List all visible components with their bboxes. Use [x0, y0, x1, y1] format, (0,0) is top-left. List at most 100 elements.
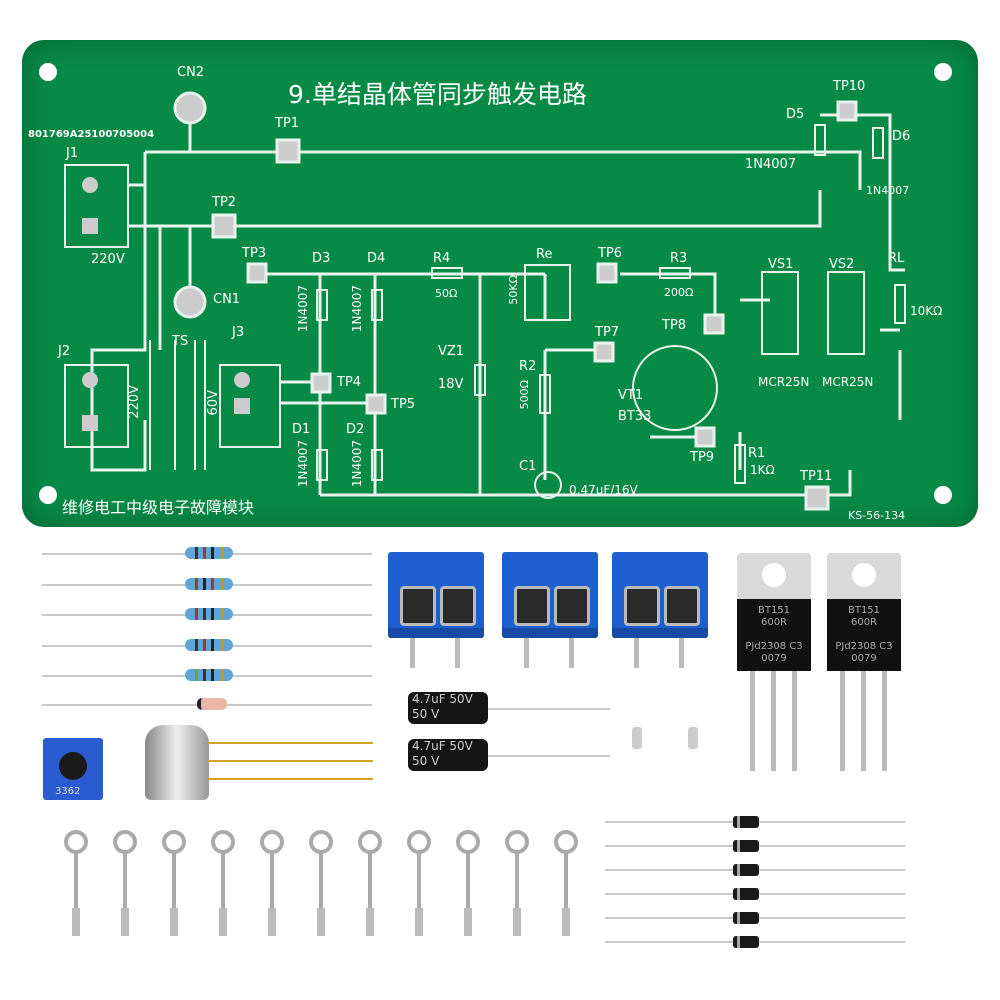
terminal-pin — [634, 638, 639, 668]
terminal-pin — [410, 638, 415, 668]
scr-marking: 0079 — [851, 653, 877, 664]
resistor — [185, 547, 233, 559]
label-j1: J1 — [66, 146, 79, 161]
label-d2: D2 — [346, 422, 365, 437]
value-60v: 60V — [206, 390, 221, 416]
diode-1n4007 — [733, 888, 759, 900]
terminal-pin — [524, 638, 529, 668]
test-pin-hook — [258, 828, 286, 938]
label-vz1: VZ1 — [438, 344, 465, 359]
resistor — [185, 639, 233, 651]
test-pin-hook — [62, 828, 90, 938]
label-rl: RL — [888, 251, 905, 266]
label-vt1: VT1 — [618, 388, 644, 403]
label-r2: R2 — [519, 359, 537, 374]
scr-pin — [882, 671, 887, 771]
serial-number: 801769A25100705004 — [28, 129, 155, 140]
label-cn2: CN2 — [177, 65, 205, 80]
ujt-lead — [208, 778, 373, 780]
capacitor-lead — [460, 755, 610, 757]
label-tp6: TP6 — [598, 246, 623, 261]
value-d5: 1N4007 — [745, 157, 797, 172]
scr-pin — [771, 671, 776, 771]
terminal-pin — [455, 638, 460, 668]
board-title: 9.单结晶体管同步触发电路 — [288, 80, 587, 109]
label-d5: D5 — [786, 107, 805, 122]
test-pin-hook — [111, 828, 139, 938]
value-220v-j2: 220V — [127, 385, 142, 419]
trimmer-potentiometer: 3362 — [43, 738, 103, 800]
label-tp9: TP9 — [690, 450, 715, 465]
test-pin-hook — [552, 828, 580, 938]
screw — [688, 727, 698, 749]
value-vs1: MCR25N — [758, 375, 810, 389]
zener-diode — [197, 698, 227, 710]
diode-1n4007 — [733, 840, 759, 852]
scr-marking: 600R — [760, 617, 788, 628]
label-vs2: VS2 — [829, 257, 855, 272]
label-tp5: TP5 — [391, 397, 416, 412]
value-c1: 0.47uF/16V — [569, 483, 638, 497]
pot-knob-icon — [59, 752, 87, 780]
ujt-transistor — [145, 725, 209, 800]
value-d4: 1N4007 — [350, 285, 364, 333]
scr-marking: PJd2308 C3 — [745, 641, 803, 652]
label-tp3: TP3 — [242, 246, 267, 261]
scr-pin — [750, 671, 755, 771]
terminal-block — [502, 552, 598, 638]
terminal-block — [612, 552, 708, 638]
label-tp11: TP11 — [800, 469, 833, 484]
label-j2: J2 — [58, 344, 71, 359]
label-r1: R1 — [748, 446, 766, 461]
label-r3: R3 — [670, 251, 688, 266]
test-pin-hook — [356, 828, 384, 938]
scr-marking: BT151 — [847, 605, 881, 616]
terminal-pin — [569, 638, 574, 668]
label-tp1: TP1 — [275, 116, 300, 131]
resistor — [185, 608, 233, 620]
value-r4: 50Ω — [435, 287, 458, 300]
label-tp2: TP2 — [212, 195, 237, 210]
label-d4: D4 — [367, 251, 386, 266]
capacitor-marking: 4.7uF 50V — [412, 739, 473, 753]
test-pin-hook — [503, 828, 531, 938]
label-d1: D1 — [292, 422, 311, 437]
resistor — [185, 578, 233, 590]
scr-marking: PJd2308 C3 — [835, 641, 893, 652]
label-re: Re — [536, 247, 553, 262]
value-220v-j1: 220V — [91, 252, 125, 267]
value-r1: 1KΩ — [750, 463, 775, 477]
resistor — [185, 669, 233, 681]
diode-1n4007 — [733, 936, 759, 948]
test-pin-hook — [454, 828, 482, 938]
pcb-traces — [39, 63, 952, 511]
ujt-lead — [208, 742, 373, 744]
capacitor-marking: 4.7uF 50V — [412, 692, 473, 706]
diode-1n4007 — [733, 864, 759, 876]
diode-1n4007 — [733, 912, 759, 924]
value-rl: 10KΩ — [910, 304, 943, 318]
capacitor-marking: 50 V — [412, 754, 440, 768]
diode-1n4007 — [733, 816, 759, 828]
label-tp8: TP8 — [662, 318, 687, 333]
label-d3: D3 — [312, 251, 331, 266]
capacitor-lead — [460, 708, 610, 710]
label-ts: TS — [172, 334, 189, 349]
value-d6: 1N4007 — [866, 184, 910, 197]
value-vt1: BT33 — [618, 409, 652, 424]
pot-marking: 3362 — [55, 786, 81, 797]
label-d6: D6 — [892, 129, 911, 144]
test-pin-hook — [307, 828, 335, 938]
scr-pin — [792, 671, 797, 771]
value-vz1: 18V — [438, 377, 464, 392]
value-d2: 1N4007 — [350, 440, 364, 488]
value-d3: 1N4007 — [296, 285, 310, 333]
scr-pin — [840, 671, 845, 771]
test-pin-hook — [209, 828, 237, 938]
test-pin-hook — [160, 828, 188, 938]
value-r2: 500Ω — [518, 380, 531, 410]
value-re: 50KΩ — [507, 275, 520, 305]
